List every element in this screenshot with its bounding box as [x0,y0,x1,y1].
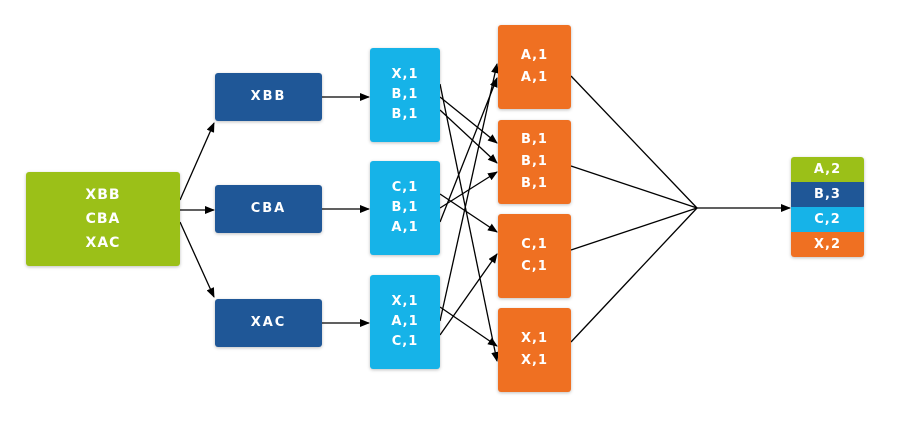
shuffle-line: C,1 [521,237,548,252]
split-label: XBB [250,89,287,104]
arrow-map2-to-shuffle-c [439,193,498,233]
split-box: XBB [215,73,322,121]
shuffle-line: X,1 [520,353,548,368]
arrow-shuffle-a-to-reduce [570,75,698,209]
result-row: C,2 [791,207,864,232]
map-line: B,1 [391,87,419,102]
input-box: XBB CBA XAC [26,172,180,266]
arrow-map3-to-shuffle-a [439,63,499,322]
map-line: A,1 [391,220,419,235]
shuffle-line: C,1 [521,259,548,274]
map-line: X,1 [391,67,419,82]
shuffle-box: A,1 A,1 [498,25,571,109]
map-line: A,1 [391,314,419,329]
shuffle-line: B,1 [521,154,548,169]
map-line: C,1 [391,180,419,195]
shuffle-line: B,1 [521,132,548,147]
arrow-input-to-split-3 [179,221,215,298]
shuffle-box: C,1 C,1 [498,214,571,298]
split-box: XAC [215,299,322,347]
arrow-map1-to-shuffle-b-2 [439,109,498,164]
result-row: A,2 [791,157,864,182]
map-box: C,1 B,1 A,1 [370,161,440,255]
map-box: X,1 A,1 C,1 [370,275,440,369]
input-line: XBB [85,187,121,203]
shuffle-line: A,1 [520,70,549,85]
map-line: C,1 [391,334,419,349]
arrow-map1-to-shuffle-x [439,83,500,362]
input-line: CBA [85,211,121,227]
arrow-input-to-split-1 [179,122,215,201]
shuffle-line: B,1 [521,176,548,191]
split-box: CBA [215,185,322,233]
result-box: A,2 B,3 C,2 X,2 [791,157,864,257]
arrow-shuffle-c-to-reduce [570,207,698,251]
split-label: XAC [250,315,287,330]
result-row: X,2 [791,232,864,257]
shuffle-line: A,1 [520,48,549,63]
map-box: X,1 B,1 B,1 [370,48,440,142]
arrow-map2-to-shuffle-a [439,77,498,223]
shuffle-box: X,1 X,1 [498,308,571,392]
shuffle-box: B,1 B,1 B,1 [498,120,571,204]
input-line: XAC [85,235,121,251]
arrow-map3-to-shuffle-x [439,306,498,347]
arrow-map1-to-shuffle-b-1 [439,96,498,144]
arrow-map3-to-shuffle-c [439,253,498,336]
map-line: B,1 [391,200,419,215]
map-line: X,1 [391,294,419,309]
shuffle-line: X,1 [520,331,548,346]
arrow-shuffle-b-to-reduce [570,165,698,209]
result-row: B,3 [791,182,864,207]
arrow-shuffle-x-to-reduce [570,207,698,343]
split-label: CBA [250,201,287,216]
map-line: B,1 [391,107,419,122]
